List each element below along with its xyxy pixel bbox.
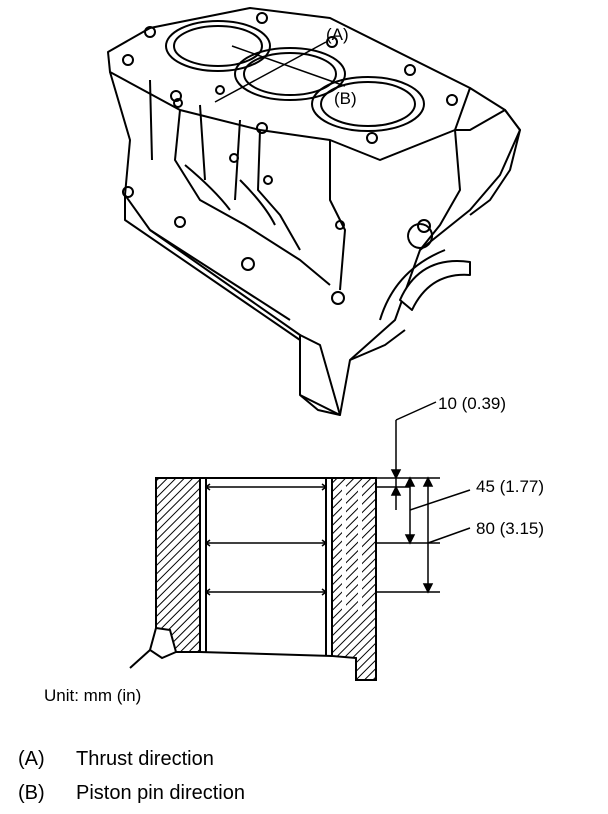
dim-10-label: 10 (0.39) [438, 394, 506, 413]
bore-measurement-lines [204, 477, 440, 596]
legend-key-a: (A) [18, 748, 45, 770]
label-b: (B) [334, 89, 357, 108]
legend-key-b: (B) [18, 782, 45, 804]
unit-note: Unit: mm (in) [44, 686, 142, 705]
legend-item-a: (A) Thrust direction [18, 748, 214, 771]
legend-text-b: Piston pin direction [76, 782, 245, 804]
dim-80-label: 80 (3.15) [476, 519, 544, 538]
direction-lines [214, 41, 346, 103]
dimension-lines [390, 401, 471, 594]
cylinder-cross-section [129, 477, 377, 681]
label-a: (A) [326, 25, 349, 44]
engine-block-illustration [107, 7, 521, 416]
legend-text-a: Thrust direction [76, 748, 214, 770]
dim-45-label: 45 (1.77) [476, 477, 544, 496]
legend-item-b: (B) Piston pin direction [18, 782, 245, 805]
